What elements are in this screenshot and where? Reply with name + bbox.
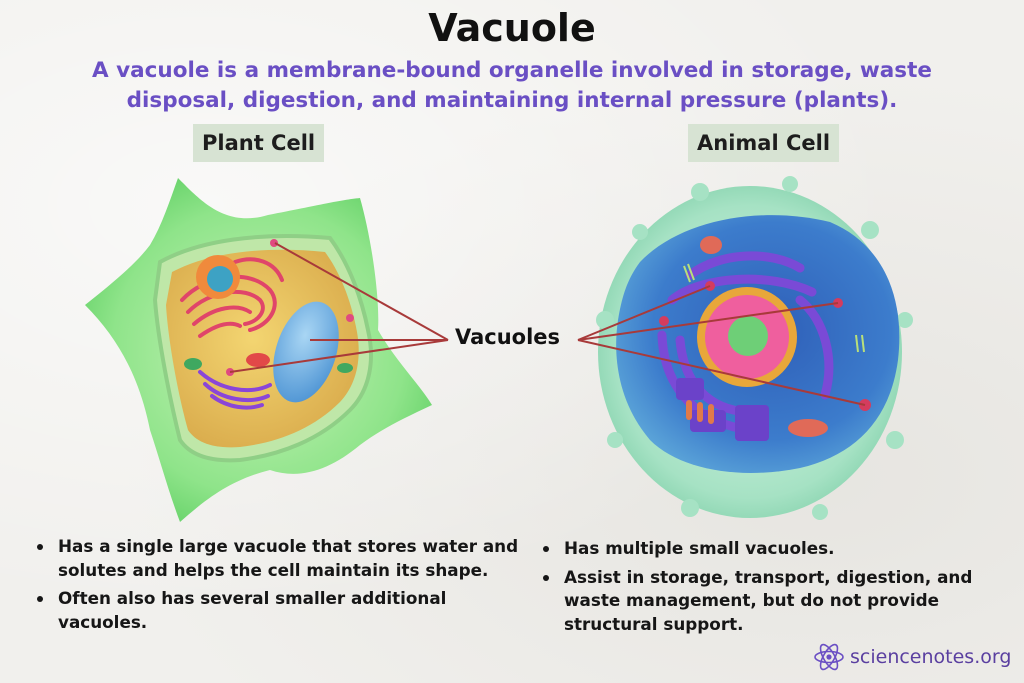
brand-logo[interactable]: sciencenotes.org (812, 641, 1011, 673)
plant-chloroplast-small (337, 363, 353, 373)
plant-nucleolus (207, 266, 233, 292)
plant-cell-label: Plant Cell (193, 124, 325, 162)
page-title: Vacuole (428, 6, 596, 50)
list-item: Often also has several smaller additiona… (32, 587, 522, 634)
atom-icon (814, 643, 844, 671)
animal-nucleolus (728, 316, 768, 356)
plant-chloroplast (246, 353, 270, 367)
vacuole-pointer-lines (229, 242, 866, 406)
animal-cell-label: Animal Cell (688, 124, 840, 162)
animal-cell-facts: Has multiple small vacuoles. Assist in s… (538, 537, 1008, 641)
list-item: Assist in storage, transport, digestion,… (538, 566, 1008, 637)
plant-cell (85, 178, 432, 522)
plant-small-vacuole (346, 314, 354, 322)
plant-small-vacuole (270, 239, 278, 247)
brand-text: sciencenotes.org (850, 646, 1012, 668)
page-subtitle: A vacuole is a membrane-bound organelle … (92, 58, 932, 113)
animal-small-vacuole (659, 316, 669, 326)
animal-centrioles (686, 400, 714, 424)
animal-mitochondrion (700, 236, 722, 254)
plant-cell-facts: Has a single large vacuole that stores w… (32, 535, 522, 639)
animal-cell (596, 176, 913, 520)
animal-mitochondrion (788, 419, 828, 437)
list-item: Has multiple small vacuoles. (538, 537, 1008, 561)
vacuoles-callout-label: Vacuoles (455, 325, 561, 349)
plant-chloroplast-small (184, 358, 202, 370)
plant-golgi (198, 370, 272, 410)
plant-endoplasmic-reticulum (180, 257, 284, 338)
plant-central-vacuole (273, 301, 339, 403)
list-item: Has a single large vacuole that stores w… (32, 535, 522, 582)
